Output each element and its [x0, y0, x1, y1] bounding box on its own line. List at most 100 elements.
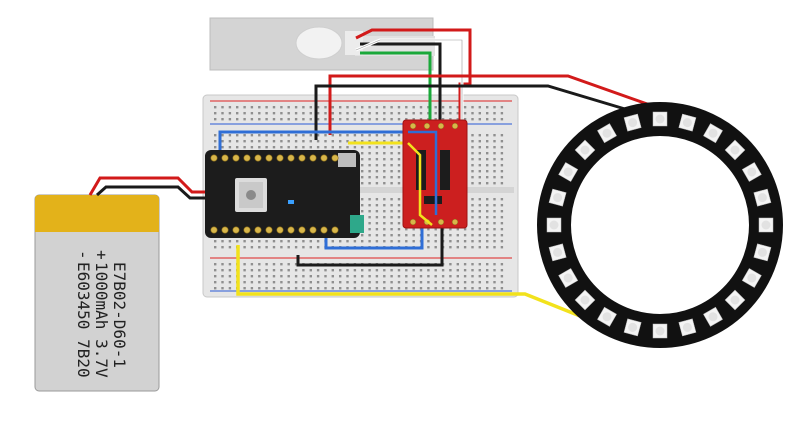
breadboard-hole: [302, 246, 305, 249]
breadboard-hole: [258, 146, 261, 149]
breadboard-hole: [309, 240, 312, 243]
breadboard-hole: [493, 152, 496, 155]
breadboard-hole: [258, 275, 261, 278]
breadboard-hole: [316, 134, 320, 137]
breadboard-hole: [493, 246, 496, 249]
breadboard-hole: [405, 287, 408, 290]
breadboard-hole: [471, 281, 474, 284]
breadboard-hole: [397, 269, 401, 272]
breadboard-hole: [419, 269, 423, 272]
breadboard-hole: [463, 118, 467, 121]
breadboard-hole: [331, 106, 334, 109]
breadboard-hole: [478, 182, 481, 185]
breadboard-hole: [471, 216, 474, 219]
breadboard-hole: [486, 216, 489, 219]
breadboard-hole: [478, 228, 481, 231]
breadboard-hole: [441, 269, 445, 272]
ring-led: [703, 306, 723, 327]
breadboard-hole: [368, 158, 371, 161]
breadboard-hole: [456, 234, 459, 237]
breadboard-hole: [309, 269, 312, 272]
breadboard-hole: [486, 269, 489, 272]
breadboard-hole: [500, 246, 504, 249]
breadboard-hole: [236, 112, 239, 115]
breadboard-hole: [368, 228, 371, 231]
breadboard-hole: [486, 164, 489, 167]
breadboard-hole: [405, 240, 408, 243]
breadboard-hole: [258, 134, 261, 137]
breadboard-hole: [375, 234, 379, 237]
breadboard-hole: [221, 140, 224, 143]
breadboard-hole: [375, 275, 379, 278]
breadboard-hole: [405, 228, 408, 231]
ring-led: [623, 318, 642, 337]
breadboard-hole: [412, 112, 415, 115]
breadboard-hole: [375, 152, 379, 155]
breadboard-hole: [316, 269, 320, 272]
breadboard-hole: [228, 281, 232, 284]
breadboard-hole: [478, 263, 481, 266]
breadboard-hole: [375, 112, 379, 115]
mcu-pin: [298, 154, 306, 162]
breadboard-hole: [250, 281, 254, 284]
breadboard-hole: [478, 106, 481, 109]
breadboard-hole: [493, 216, 496, 219]
breadboard-hole: [375, 176, 379, 179]
breadboard-hole: [214, 246, 217, 249]
breadboard-hole: [324, 106, 327, 109]
breadboard-hole: [397, 234, 401, 237]
breadboard-hole: [405, 112, 408, 115]
breadboard-hole: [486, 281, 489, 284]
breadboard-hole: [397, 204, 401, 207]
breadboard-hole: [258, 287, 261, 290]
breadboard-hole: [486, 146, 489, 149]
breadboard-hole: [500, 146, 504, 149]
breadboard-hole: [486, 222, 489, 225]
breadboard-hole: [493, 112, 496, 115]
breadboard-hole: [493, 281, 496, 284]
breadboard-hole: [353, 240, 357, 243]
ring-led: [724, 289, 746, 311]
breadboard-hole: [361, 170, 364, 173]
breadboard-hole: [302, 240, 305, 243]
breadboard-hole: [250, 240, 254, 243]
breadboard-hole: [258, 263, 261, 266]
breadboard-hole: [427, 287, 430, 290]
breadboard-hole: [434, 234, 437, 237]
breadboard-hole: [331, 134, 334, 137]
breadboard-hole: [383, 228, 386, 231]
breadboard-hole: [486, 246, 489, 249]
breadboard-hole: [243, 287, 246, 290]
breadboard-hole: [478, 287, 481, 290]
breadboard-hole: [390, 210, 393, 213]
ring-ground-wire: [314, 84, 636, 140]
breadboard-hole: [500, 182, 504, 185]
breadboard-hole: [302, 118, 305, 121]
breadboard-hole: [493, 146, 496, 149]
breadboard-hole: [500, 240, 504, 243]
breadboard-hole: [309, 134, 312, 137]
breadboard-hole: [434, 228, 437, 231]
breadboard-hole: [471, 240, 474, 243]
breadboard-hole: [500, 164, 504, 167]
breadboard-hole: [346, 134, 349, 137]
breadboard-hole: [375, 216, 379, 219]
breadboard-hole: [486, 140, 489, 143]
breadboard-hole: [471, 118, 474, 121]
breadboard-hole: [250, 275, 254, 278]
breadboard-hole: [228, 118, 232, 121]
breadboard-hole: [368, 287, 371, 290]
breadboard-hole: [287, 240, 290, 243]
load-cell-black-wire: [360, 42, 442, 120]
breadboard-hole: [287, 118, 290, 121]
breadboard-hole: [361, 118, 364, 121]
breadboard-hole: [258, 118, 261, 121]
breadboard-hole: [339, 287, 342, 290]
breadboard-hole: [463, 275, 467, 278]
breadboard-hole: [221, 146, 224, 149]
battery-plus-label: +: [92, 250, 111, 260]
amp-pin: [409, 122, 417, 130]
breadboard-hole: [500, 222, 504, 225]
breadboard-hole: [294, 106, 298, 109]
breadboard-hole: [471, 275, 474, 278]
